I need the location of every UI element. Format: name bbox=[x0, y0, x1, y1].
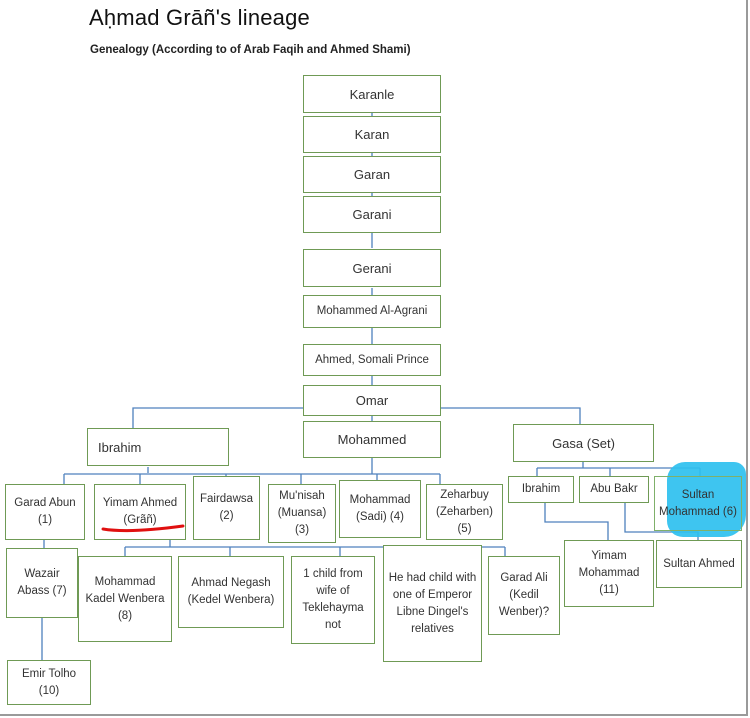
node-garani: Garani bbox=[303, 196, 441, 233]
node-sultan-mohammad: Sultan Mohammad (6) bbox=[654, 476, 742, 531]
node-ibrahim-2: Ibrahim bbox=[508, 476, 574, 503]
node-garad-abun: Garad Abun (1) bbox=[5, 484, 85, 540]
node-gasa: Gasa (Set) bbox=[513, 424, 654, 462]
node-ahmed-somali-prince: Ahmed, Somali Prince bbox=[303, 344, 441, 376]
connector-omar-branch bbox=[132, 407, 581, 428]
node-omar: Omar bbox=[303, 385, 441, 416]
node-he-had-child: He had child with one of Emperor Libne D… bbox=[383, 545, 482, 662]
node-emir-tolho: Emir Tolho (10) bbox=[7, 660, 91, 705]
node-mohammed-al-agrani: Mohammed Al-Agrani bbox=[303, 295, 441, 328]
connector-yimam-mohammad bbox=[544, 503, 609, 540]
node-mohammed: Mohammed bbox=[303, 421, 441, 458]
node-fairdawsa: Fairdawsa (2) bbox=[193, 476, 260, 540]
node-ibrahim: Ibrahim bbox=[87, 428, 229, 466]
node-karanle: Karanle bbox=[303, 75, 441, 113]
node-munisah: Mu'nisah (Muansa) (3) bbox=[268, 484, 336, 543]
page-subtitle: Genealogy (According to of Arab Faqih an… bbox=[90, 44, 411, 56]
red-underline-mark bbox=[101, 524, 185, 533]
node-wazair-abass: Wazair Abass (7) bbox=[6, 548, 78, 618]
connector-gasa-children bbox=[536, 461, 701, 476]
node-karan: Karan bbox=[303, 116, 441, 153]
node-one-child: 1 child from wife of Teklehayma not bbox=[291, 556, 375, 644]
node-ahmad-negash: Ahmad Negash (Kedel Wenbera) bbox=[178, 556, 284, 628]
connector-yimam-children bbox=[124, 540, 506, 556]
node-gerani: Gerani bbox=[303, 249, 441, 287]
node-garad-ali: Garad Ali (Kedil Wenber)? bbox=[488, 556, 560, 635]
node-mohammad-sadi: Mohammad (Sadi) (4) bbox=[339, 480, 421, 538]
node-sultan-ahmed: Sultan Ahmed bbox=[656, 540, 742, 588]
node-mohammad-kadel: Mohammad Kadel Wenbera (8) bbox=[78, 556, 172, 642]
highlight-mark bbox=[667, 462, 746, 537]
node-zeharbuy: Zeharbuy (Zeharben) (5) bbox=[426, 484, 503, 540]
page-title: Aḥmad Grāñ's lineage bbox=[89, 5, 310, 30]
node-yimam-mohammad: Yimam Mohammad (11) bbox=[564, 540, 654, 607]
node-garan: Garan bbox=[303, 156, 441, 193]
node-abu-bakr: Abu Bakr bbox=[579, 476, 649, 503]
